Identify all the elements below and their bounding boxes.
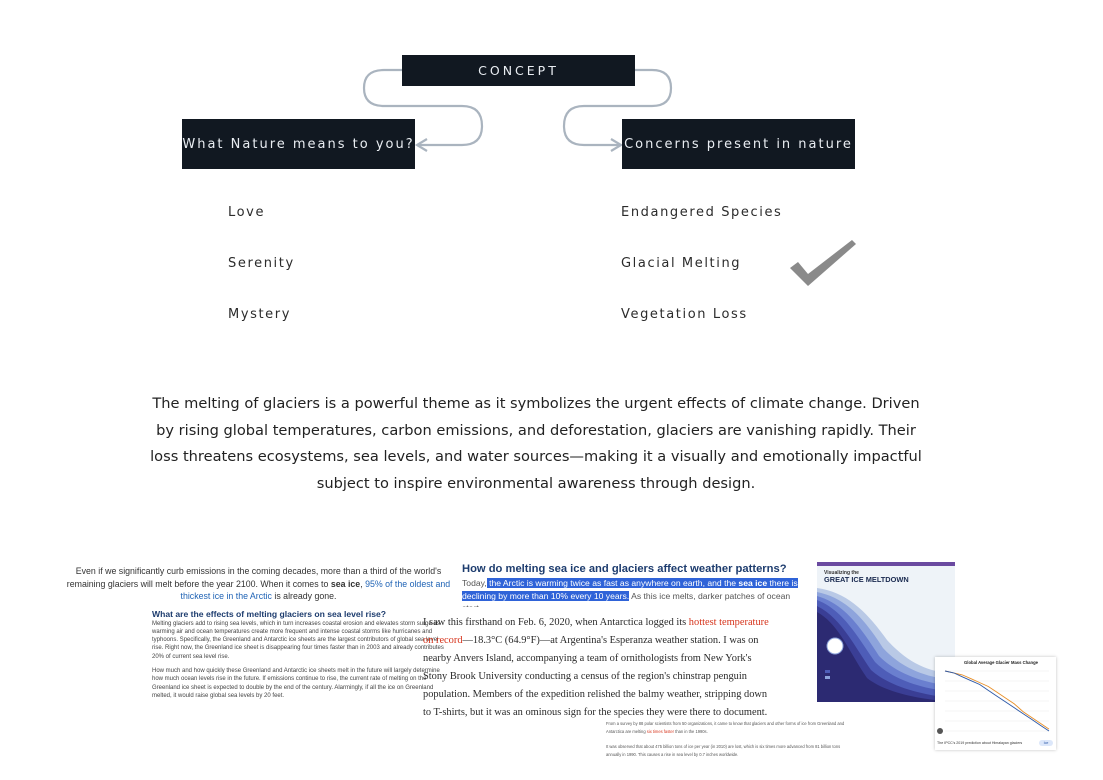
- description-paragraph: The melting of glaciers is a powerful th…: [150, 395, 922, 492]
- right-item-2: Glacial Melting: [621, 256, 742, 271]
- infographic-bands: [817, 588, 955, 702]
- left-connector: [362, 68, 484, 147]
- article-body-2: How much and how quickly these Greenland…: [152, 667, 440, 699]
- chart-title: Global Average Glacier Mass Change: [964, 660, 1039, 665]
- left-item-1: Love: [228, 205, 266, 220]
- chart-card: Global Average Glacier Mass Change The I…: [935, 657, 1056, 750]
- chart-caption: The IPCC's 2019 prediction about Himalay…: [937, 741, 1023, 745]
- check-icon: [790, 240, 856, 286]
- article-body-1: Melting glaciers add to rising sea level…: [152, 620, 444, 660]
- article-clip-antarctica: I saw this firsthand on Feb. 6, 2020, wh…: [423, 614, 773, 724]
- infographic-title: GREAT ICE MELTDOWN: [824, 575, 909, 584]
- infographic-kicker: Visualizing the: [824, 570, 859, 576]
- left-branch-box: What Nature means to you?: [182, 119, 415, 169]
- right-connector-arrow: [610, 138, 624, 152]
- diagram-connectors: [362, 68, 673, 152]
- right-branch-box: Concerns present in nature: [622, 119, 855, 169]
- article-weather-text: Today, the Arctic is warming twice as fa…: [462, 578, 798, 607]
- article-heading: What are the effects of melting glaciers…: [152, 608, 387, 619]
- right-connector: [562, 68, 673, 147]
- article-survey-text-2: It was observed that about 475 billion t…: [606, 744, 841, 757]
- article-heading-weather: How do melting sea ice and glaciers affe…: [462, 563, 787, 575]
- article-clip-sea-level: Even if we significantly curb emissions …: [66, 565, 451, 740]
- right-item-3: Vegetation Loss: [621, 307, 748, 322]
- article-clip-weather: How do melting sea ice and glaciers affe…: [462, 563, 802, 607]
- chart-ice-button[interactable]: Ice: [1039, 740, 1053, 746]
- left-connector-arrow: [414, 138, 428, 152]
- article-survey-text-1: From a survey by 88 polar scientists fro…: [606, 721, 845, 734]
- article-antarctica-text: I saw this firsthand on Feb. 6, 2020, wh…: [423, 617, 769, 718]
- infographic-top-bar: [817, 562, 955, 566]
- article-clip-survey: From a survey by 88 polar scientists fro…: [606, 720, 852, 768]
- chart-series-line-1: [944, 670, 1050, 730]
- glacier-mass-chart: Global Average Glacier Mass Change: [944, 660, 1050, 732]
- left-item-3: Mystery: [228, 307, 292, 322]
- chart-avatar-icon: [937, 728, 943, 734]
- right-item-1: Endangered Species: [621, 205, 783, 220]
- infographic-ice-meltdown: Visualizing the GREAT ICE MELTDOWN: [817, 562, 955, 702]
- chart-series-line-2: [944, 670, 1050, 732]
- concept-box: CONCEPT: [402, 55, 635, 86]
- article-intro: Even if we significantly curb emissions …: [66, 566, 451, 601]
- left-item-2: Serenity: [228, 256, 295, 271]
